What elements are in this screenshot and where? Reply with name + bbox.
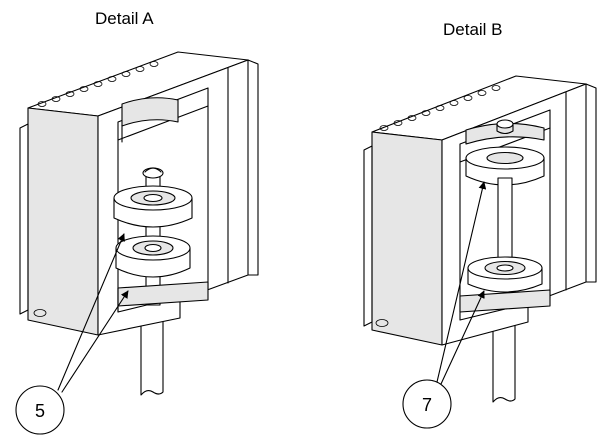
detail-b-caption: Detail B [443,20,503,39]
detail-a-callout-circle [15,385,65,435]
detail-a-upper-bearing [113,185,193,228]
detail-a-caption: Detail A [95,9,154,28]
detail-b-leader-2 [440,290,485,385]
detail-a-block-left-face [27,107,99,336]
detail-a-assembly: 5 [15,51,259,435]
detail-a-left-flange [19,123,29,315]
detail-b-lower-bearing [467,256,543,293]
detail-a-leader-2 [61,290,129,393]
detail-b-leader-1 [436,181,487,383]
detail-a-leader-1 [57,233,125,391]
detail-a-lower-bearing [115,235,191,278]
detail-b-block-left-face [371,131,443,346]
detail-b-shaft-cap [496,119,514,129]
detail-b-inner-shaft [497,177,513,271]
detail-b-callout-number: 7 [422,395,432,415]
detail-a-callout-number: 5 [35,401,45,421]
detail-b-upper-bushing [465,122,545,186]
detail-a-upper-housing [121,97,179,127]
detail-a-mounting-holes [37,61,159,107]
detail-b-left-flange [363,145,373,327]
detail-b-callout-circle [402,379,452,429]
detail-b-assembly: 7 [363,75,597,429]
detail-b-mounting-holes [379,85,501,131]
